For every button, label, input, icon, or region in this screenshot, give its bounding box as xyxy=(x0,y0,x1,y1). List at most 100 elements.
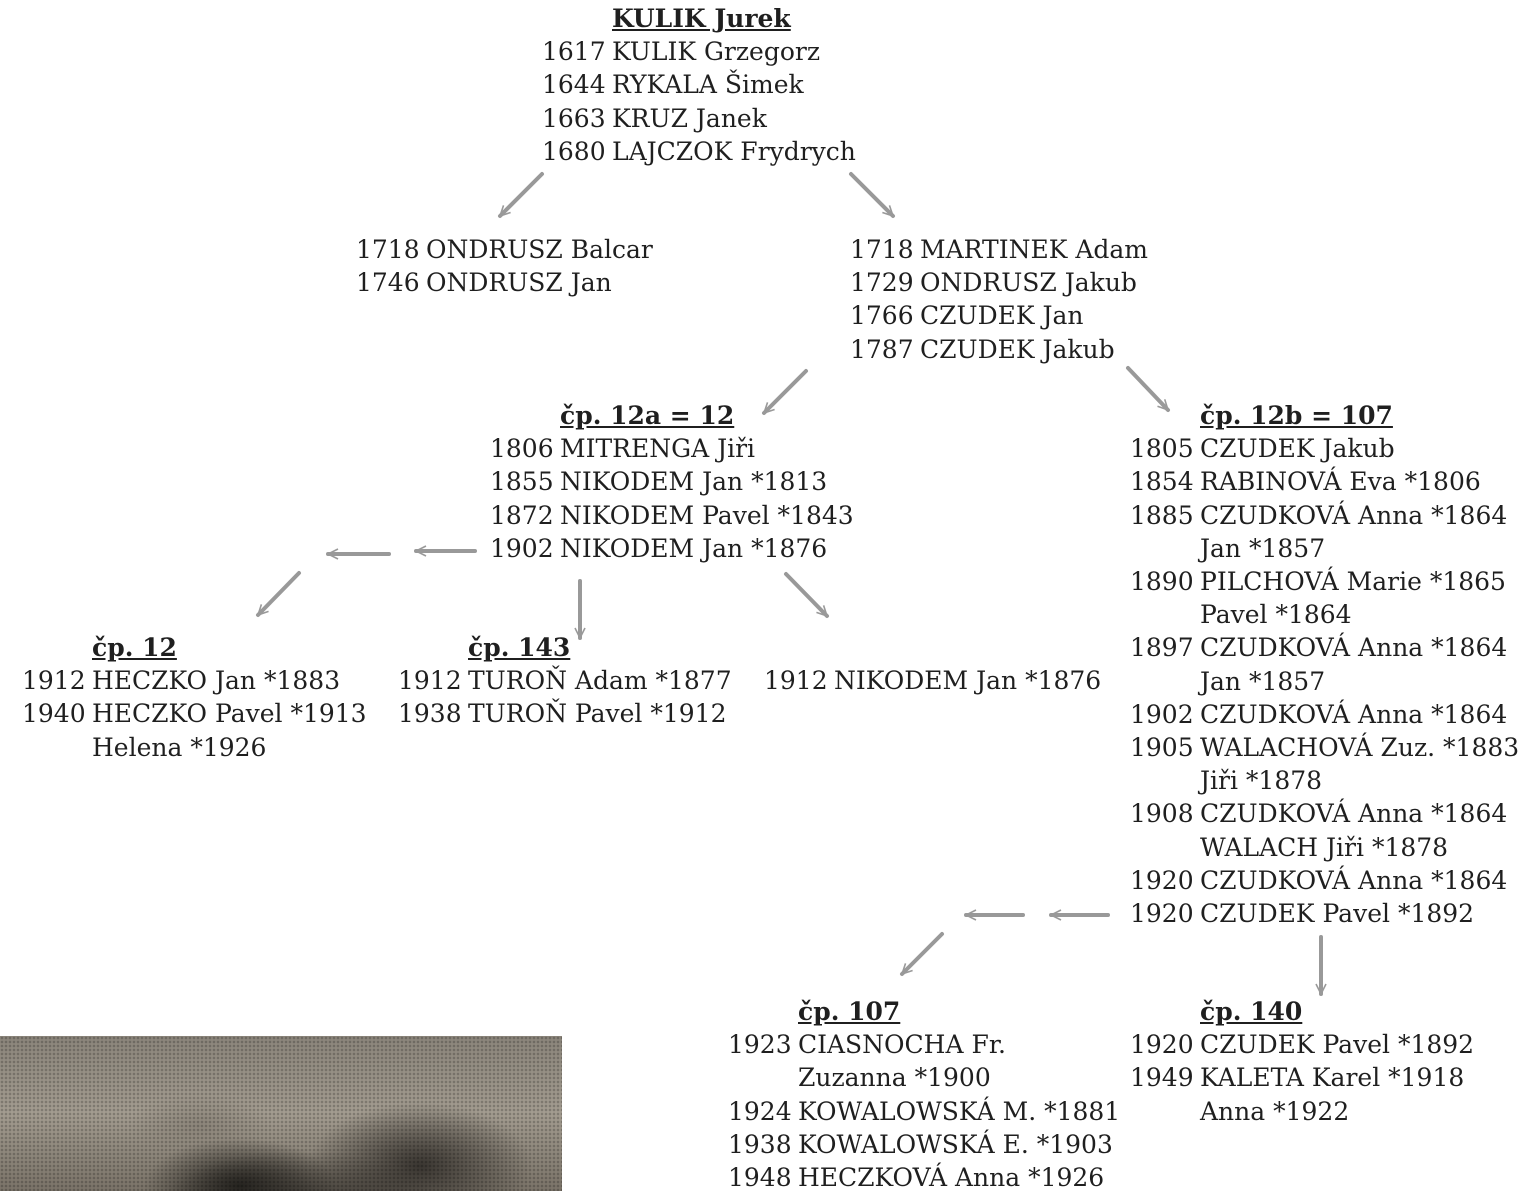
entry-year: 1718 xyxy=(850,235,914,264)
entry-name: KULIK Grzegorz xyxy=(612,37,821,67)
entry-name: CZUDEK Pavel *1892 xyxy=(1200,1030,1475,1060)
heading-cp12a: čp. 12a = 12 xyxy=(560,401,735,430)
entry-name: WALACH Jiři *1878 xyxy=(1200,832,1449,862)
entry-year: 1920 xyxy=(1130,865,1194,895)
entry-name: NIKODEM Pavel *1843 xyxy=(560,500,854,530)
entry-name: NIKODEM Jan *1876 xyxy=(560,533,828,563)
entry-name: RYKALA Šimek xyxy=(612,70,804,100)
entry-year xyxy=(1130,665,1188,698)
entry-name: Helena *1926 xyxy=(92,732,267,762)
entry-year: 1948 xyxy=(728,1163,792,1193)
entry-name: WALACHOVÁ Zuz. *1883 xyxy=(1200,733,1520,763)
entry-name: CZUDEK Pavel *1892 xyxy=(1200,899,1475,929)
entry-name: CZUDKOVÁ Anna *1864 xyxy=(1200,799,1508,829)
entry-year: 1902 xyxy=(490,533,554,563)
entry-year: 1644 xyxy=(542,70,606,100)
entry-year: 1920 xyxy=(1130,899,1194,929)
entry-row: Jan *1857 xyxy=(1130,532,1519,565)
entry-year: 1718 xyxy=(356,235,420,264)
entry-year: 1912 xyxy=(764,666,828,695)
entry-year: 1905 xyxy=(1130,733,1194,763)
entry-year: 1912 xyxy=(398,666,462,696)
entry-year xyxy=(1130,1095,1188,1128)
entry-name: Jiři *1878 xyxy=(1200,766,1323,796)
entry-name: HECZKO Pavel *1913 xyxy=(92,699,367,729)
entry-name: KOWALOWSKÁ E. *1903 xyxy=(798,1129,1113,1159)
entry-year: 1912 xyxy=(22,666,86,696)
entry-name: RABINOVÁ Eva *1806 xyxy=(1200,467,1481,497)
entry-year xyxy=(728,1061,786,1094)
heading-root: KULIK Jurek xyxy=(612,4,791,33)
entry-year: 1746 xyxy=(356,268,420,298)
arrow-root-left xyxy=(498,172,544,218)
entry-name: ONDRUSZ Jan xyxy=(426,268,612,298)
entry-year: 1938 xyxy=(728,1129,792,1159)
entry-year: 1766 xyxy=(850,301,914,331)
entry-name: HECZKOVÁ Anna *1926 xyxy=(798,1163,1105,1193)
entry-name: MITRENGA Jiři xyxy=(560,434,756,464)
entry-year: 1872 xyxy=(490,500,554,530)
entry-year: 1908 xyxy=(1130,799,1194,829)
heading-cp12b: čp. 12b = 107 xyxy=(1200,401,1393,430)
entry-name: CZUDEK Jan xyxy=(920,301,1084,331)
heading-cp143: čp. 143 xyxy=(468,633,571,662)
entry-year: 1729 xyxy=(850,268,914,298)
entry-name: NIKODEM Jan *1876 xyxy=(834,666,1102,695)
entry-year: 1920 xyxy=(1130,1030,1194,1060)
entry-year xyxy=(1130,831,1188,864)
entry-year: 1854 xyxy=(1130,467,1194,497)
entry-name: Anna *1922 xyxy=(1200,1096,1350,1126)
entry-name: CZUDEK Jakub xyxy=(920,334,1115,364)
entry-row: Jan *1857 xyxy=(1130,665,1519,698)
entry-year: 1885 xyxy=(1130,500,1194,530)
entry-year: 1924 xyxy=(728,1096,792,1126)
entry-name: Jan *1857 xyxy=(1200,666,1326,696)
entry-name: KOWALOWSKÁ M. *1881 xyxy=(798,1096,1121,1126)
entry-name: TUROŇ Pavel *1912 xyxy=(468,699,727,729)
entry-year: 1805 xyxy=(1130,434,1194,464)
entry-name: NIKODEM Jan *1813 xyxy=(560,467,828,497)
entry-year: 1806 xyxy=(490,434,554,464)
entry-name: KRUZ Janek xyxy=(612,103,767,133)
arrow-to-cp12 xyxy=(256,571,301,617)
entry-year: 1902 xyxy=(1130,699,1194,729)
entry-year: 1663 xyxy=(542,103,606,133)
entry-name: CZUDKOVÁ Anna *1864 xyxy=(1200,699,1508,729)
entry-name: ONDRUSZ Jakub xyxy=(920,268,1137,298)
heading-cp140: čp. 140 xyxy=(1200,997,1303,1026)
entry-year xyxy=(1130,532,1188,565)
portrait-photo xyxy=(0,1036,562,1191)
entry-row: Anna *1922 xyxy=(1130,1095,1474,1128)
entry-name: CZUDKOVÁ Anna *1864 xyxy=(1200,633,1508,663)
entry-year xyxy=(22,731,80,764)
entry-name: ONDRUSZ Balcar xyxy=(426,235,653,264)
entry-row: Zuzanna *1900 xyxy=(728,1061,1120,1094)
